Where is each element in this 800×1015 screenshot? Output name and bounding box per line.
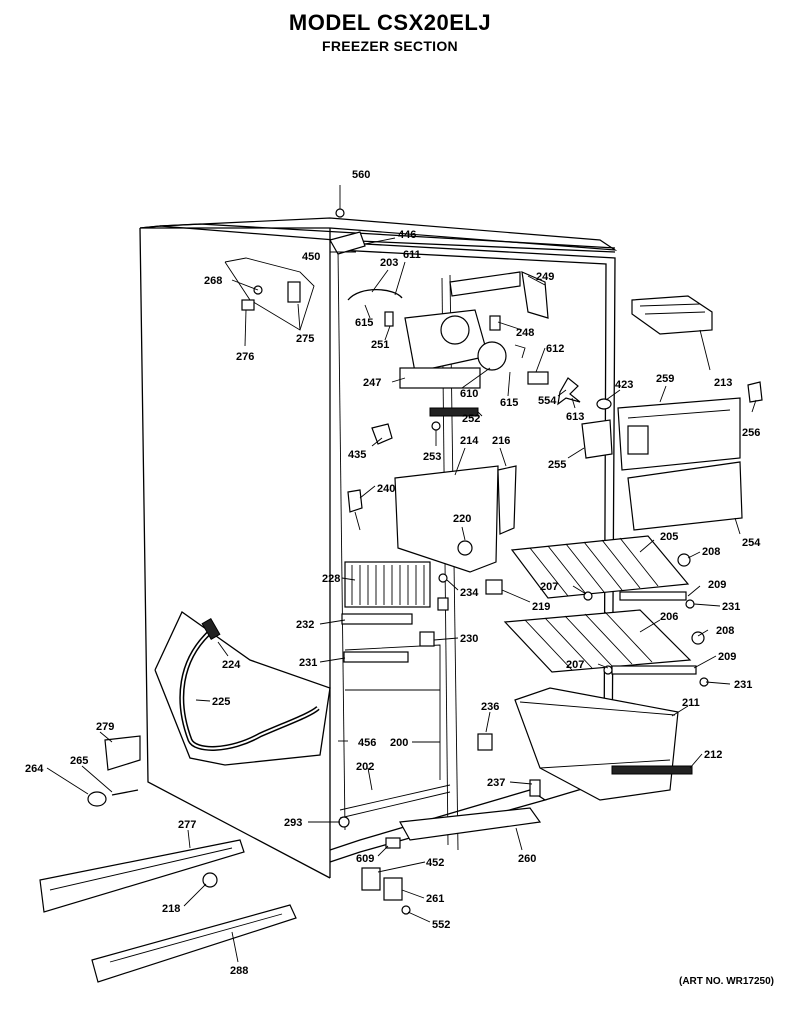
part-label-208-mid: 208 (716, 625, 734, 637)
part-label-212: 212 (704, 749, 722, 761)
part-label-613: 613 (566, 411, 584, 423)
lower-components (39, 733, 542, 983)
part-label-202: 202 (356, 761, 374, 773)
part-label-552: 552 (432, 919, 450, 931)
part-label-611: 611 (403, 249, 421, 261)
part-label-236: 236 (481, 701, 499, 713)
part-label-446: 446 (398, 229, 416, 241)
part-label-259: 259 (656, 373, 674, 385)
part-label-249: 249 (536, 271, 554, 283)
page-title: MODEL CSX20ELJ (288, 10, 492, 35)
page-subtitle: FREEZER SECTION (322, 38, 458, 54)
part-label-248: 248 (516, 327, 534, 339)
part-label-435: 435 (348, 449, 366, 461)
part-label-268: 268 (204, 275, 222, 287)
part-label-230: 230 (460, 633, 478, 645)
freezer-basket (514, 687, 693, 801)
part-label-214: 214 (460, 435, 479, 447)
part-label-228: 228 (322, 573, 340, 585)
part-label-213: 213 (714, 377, 732, 389)
part-label-256: 256 (742, 427, 760, 439)
part-label-610: 610 (460, 388, 478, 400)
part-label-251: 251 (371, 339, 389, 351)
part-label-265: 265 (70, 755, 88, 767)
part-label-220: 220 (453, 513, 471, 525)
part-label-231-right-top: 231 (722, 601, 740, 613)
part-label-279: 279 (96, 721, 114, 733)
ice-components (617, 295, 763, 531)
part-label-264: 264 (25, 763, 44, 775)
part-label-225: 225 (212, 696, 230, 708)
part-label-237: 237 (487, 777, 505, 789)
part-label-276: 276 (236, 351, 254, 363)
part-label-612: 612 (546, 343, 564, 355)
part-label-255: 255 (548, 459, 566, 471)
part-label-288: 288 (230, 965, 248, 977)
part-label-234: 234 (460, 587, 479, 599)
part-label-252: 252 (462, 413, 480, 425)
part-label-456: 456 (358, 737, 376, 749)
part-label-205: 205 (660, 531, 678, 543)
part-label-209-mid: 209 (718, 651, 736, 663)
part-label-232: 232 (296, 619, 314, 631)
wire-shelves (503, 535, 709, 687)
part-label-261: 261 (426, 893, 444, 905)
part-label-260: 260 (518, 853, 536, 865)
part-label-231-left: 231 (299, 657, 317, 669)
part-label-560: 560 (352, 169, 370, 181)
part-label-206: 206 (660, 611, 678, 623)
part-label-219: 219 (532, 601, 550, 613)
part-label-216: 216 (492, 435, 510, 447)
part-label-218: 218 (162, 903, 180, 915)
top-components (224, 185, 613, 459)
leader-lines (46, 237, 757, 963)
part-labels: 560 446 450 203 611 249 268 615 251 276 … (25, 169, 761, 977)
part-label-208-top: 208 (702, 546, 720, 558)
part-label-615-top: 615 (355, 317, 373, 329)
part-label-211: 211 (682, 697, 700, 709)
part-label-200: 200 (390, 737, 408, 749)
part-label-203: 203 (380, 257, 398, 269)
part-label-209-top: 209 (708, 579, 726, 591)
part-label-423: 423 (615, 379, 633, 391)
part-label-207-mid: 207 (566, 659, 584, 671)
part-label-452: 452 (426, 857, 444, 869)
part-label-224: 224 (222, 659, 241, 671)
part-label-253: 253 (423, 451, 441, 463)
heater-tube-inset (154, 611, 331, 766)
part-label-615-mid: 615 (500, 397, 518, 409)
part-label-207-top: 207 (540, 581, 558, 593)
part-label-450: 450 (302, 251, 320, 263)
part-label-275: 275 (296, 333, 314, 345)
part-label-247: 247 (363, 377, 381, 389)
evaporator-section (341, 465, 517, 663)
art-number: (ART NO. WR17250) (678, 976, 774, 987)
part-label-277: 277 (178, 819, 196, 831)
part-label-293: 293 (284, 817, 302, 829)
part-label-554: 554 (538, 395, 557, 407)
part-label-254: 254 (742, 537, 761, 549)
part-label-231-right-bottom: 231 (734, 679, 752, 691)
part-label-240: 240 (377, 483, 395, 495)
part-label-609: 609 (356, 853, 374, 865)
